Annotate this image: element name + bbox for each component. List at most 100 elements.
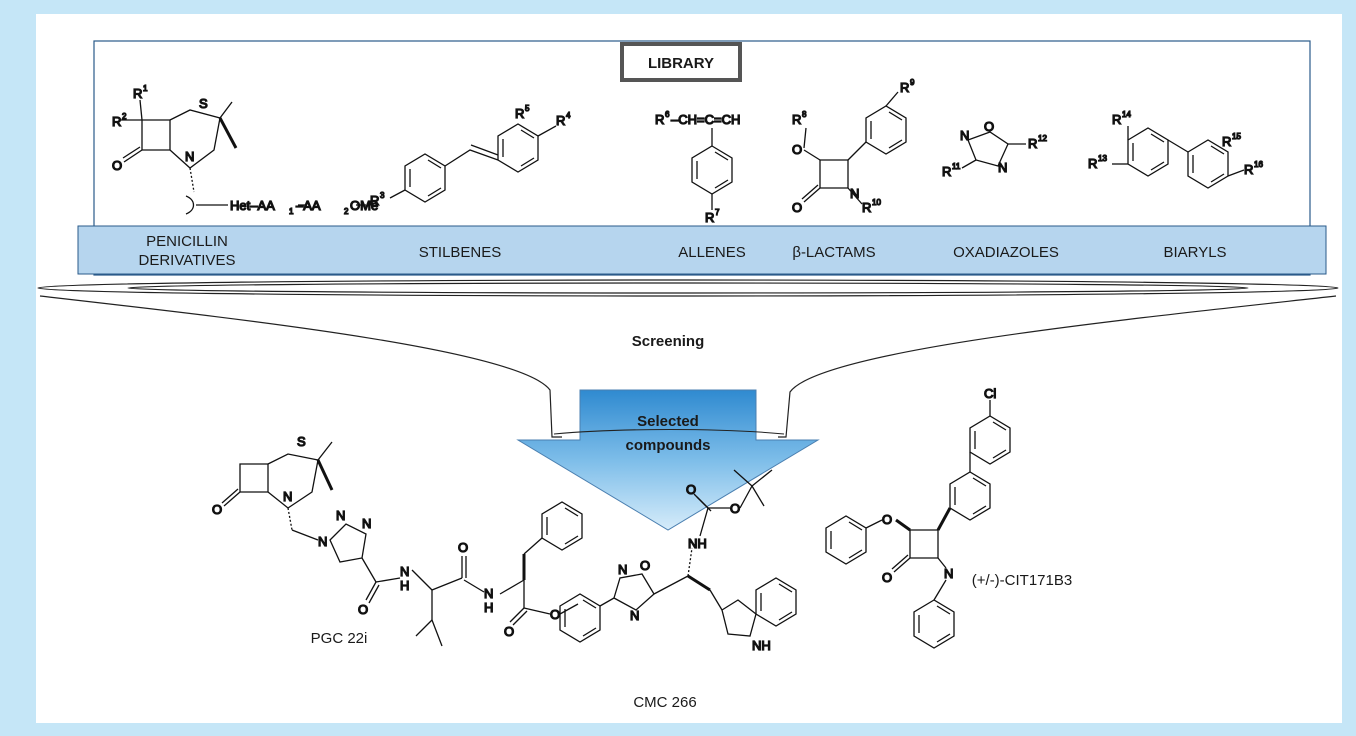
pgc-n-triazole1: N (318, 534, 327, 549)
structure-cit171b3 (825, 400, 1011, 649)
oxa-r12: R (1028, 136, 1037, 151)
category-biaryls: BIARYLS (1163, 244, 1226, 261)
chain-text-2: –AA (296, 198, 321, 213)
biaryl-r14-sup: 14 (1122, 110, 1131, 119)
atom-s-penicillin: S (199, 96, 208, 111)
allene-r7: R (705, 210, 714, 225)
allene-r6-sup: 6 (665, 110, 670, 119)
lactam-r9: R (900, 80, 909, 95)
pgc-n: N (283, 489, 292, 504)
selected-arrow (516, 389, 820, 531)
pgc-o2: O (358, 602, 368, 617)
chain-text-1: Het–AA (230, 198, 275, 213)
allene-r6: R (655, 112, 664, 127)
lactam-o2: O (792, 200, 802, 215)
lactam-r10: R (862, 200, 871, 215)
structure-oxadiazole (961, 131, 1026, 169)
pgc-n-triazole2: N (336, 508, 345, 523)
cit-o-carbonyl: O (882, 570, 892, 585)
cmc-n2: N (630, 608, 639, 623)
oxa-r12-sup: 12 (1038, 134, 1047, 143)
pgc-o3: O (458, 540, 468, 555)
biaryl-r15: R (1222, 134, 1231, 149)
pgc-s: S (297, 434, 306, 449)
pgc-o4: O (504, 624, 514, 639)
structure-allene (691, 128, 733, 210)
oxa-o: O (984, 119, 994, 134)
category-band (77, 225, 1327, 275)
cit-n: N (944, 566, 953, 581)
structure-beta-lactam (801, 91, 907, 205)
structure-cmc-266 (559, 469, 797, 643)
atom-r1: R (133, 86, 142, 101)
atom-r3: R (370, 193, 379, 208)
atom-r1-sup: 1 (143, 84, 148, 93)
atom-r2-sup: 2 (122, 112, 127, 121)
chain-sub-2: 2 (344, 207, 349, 216)
white-panel (36, 14, 1342, 723)
lactam-r9-sup: 9 (910, 78, 915, 87)
lactam-r10-sup: 10 (872, 198, 881, 207)
label-cmc-266: CMC 266 (633, 694, 696, 711)
pgc-nh1-h: H (400, 578, 409, 593)
cmc-o-ring: O (640, 558, 650, 573)
atom-r4: R (556, 113, 565, 128)
category-beta-lactams: β-LACTAMS (792, 244, 875, 261)
atom-r5-sup: 5 (525, 104, 530, 113)
atom-r2: R (112, 114, 121, 129)
pgc-nh2-n: N (484, 586, 493, 601)
atom-r5: R (515, 106, 524, 121)
library-title-box (620, 42, 742, 82)
screening-label: Screening (632, 333, 705, 350)
cmc-o2: O (730, 501, 740, 516)
biaryl-r15-sup: 15 (1232, 132, 1241, 141)
atom-r3-sup: 3 (380, 191, 385, 200)
cmc-o1: O (686, 482, 696, 497)
lactam-n: N (850, 186, 859, 201)
allene-r7-sup: 7 (715, 208, 720, 217)
category-penicillin-line2: DERIVATIVES (139, 252, 236, 269)
structure-biaryl (1112, 126, 1245, 189)
pgc-o5: O (550, 607, 560, 622)
chain-text-3: OMe (350, 198, 378, 213)
label-pgc-22i: PGC 22i (311, 630, 368, 647)
lactam-r8: R (792, 112, 801, 127)
biaryl-r13-sup: 13 (1098, 154, 1107, 163)
atom-r4-sup: 4 (566, 111, 571, 120)
library-frame (93, 40, 1311, 276)
oxa-n2: N (998, 160, 1007, 175)
pgc-nh2-h: H (484, 600, 493, 615)
pgc-n-triazole3: N (362, 516, 371, 531)
biaryl-r13: R (1088, 156, 1097, 171)
oxa-r11: R (942, 164, 951, 179)
lactam-r8-sup: 8 (802, 110, 807, 119)
atom-o-penicillin: O (112, 158, 122, 173)
category-allenes: ALLENES (678, 244, 746, 261)
category-penicillin-line1: PENICILLIN (146, 233, 228, 250)
cmc-indole-nh: NH (752, 638, 771, 653)
category-stilbenes: STILBENES (419, 244, 502, 261)
pgc-nh1-n: N (400, 564, 409, 579)
chain-sub-1: 1 (289, 207, 294, 216)
label-cit171b3: (+/-)-CIT171B3 (972, 572, 1072, 589)
pgc-o1: O (212, 502, 222, 517)
biaryl-r16-sup: 16 (1254, 160, 1263, 169)
cmc-nh: NH (688, 536, 707, 551)
allene-chain: –CH=C=CH (671, 112, 740, 127)
oxa-n1: N (960, 128, 969, 143)
cmc-n1: N (618, 562, 627, 577)
selected-line1: Selected (637, 413, 699, 430)
biaryl-r14: R (1112, 112, 1121, 127)
library-title: LIBRARY (648, 55, 714, 72)
biaryl-r16: R (1244, 162, 1253, 177)
lactam-o: O (792, 142, 802, 157)
structure-pgc-22i (221, 441, 583, 647)
atom-n-penicillin: N (185, 149, 194, 164)
structure-penicillin (120, 99, 366, 215)
screening-funnel (37, 279, 1339, 438)
oxa-r11-sup: 11 (952, 162, 961, 171)
cit-cl: Cl (984, 386, 996, 401)
category-oxadiazoles: OXADIAZOLES (953, 244, 1059, 261)
